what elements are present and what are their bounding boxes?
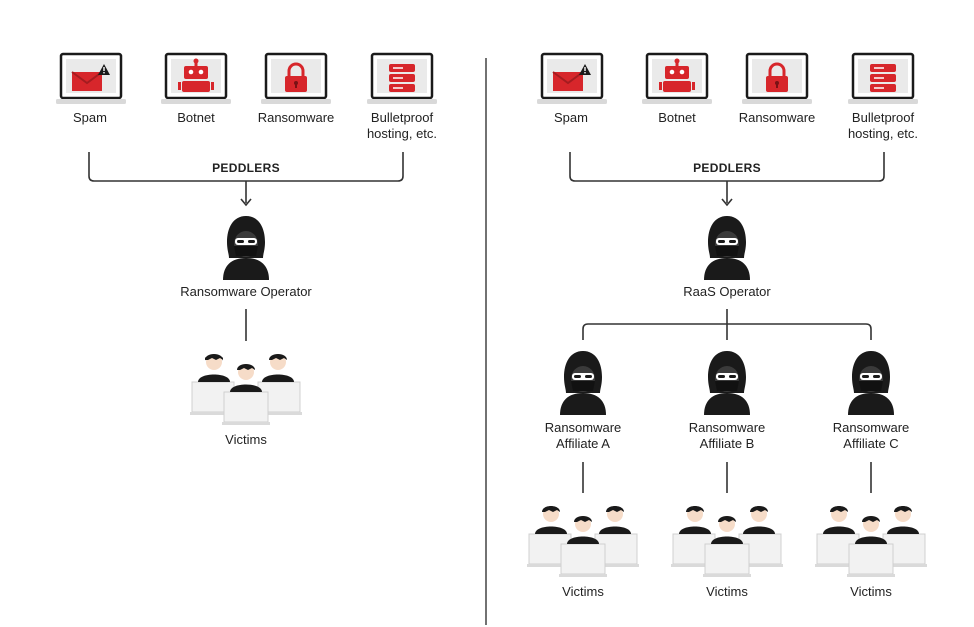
victims-label: Victims bbox=[562, 584, 604, 599]
botnet-laptop-icon bbox=[642, 52, 712, 111]
ransomware-laptop-icon bbox=[261, 52, 331, 111]
tool-label-spam: Spam bbox=[554, 110, 588, 125]
tool-label-botnet: Botnet bbox=[658, 110, 696, 125]
victims-group-icon bbox=[527, 502, 639, 583]
server-laptop-icon bbox=[848, 52, 918, 111]
victims-group-icon bbox=[190, 350, 302, 431]
victims-label: Victims bbox=[225, 432, 267, 447]
victims-label: Victims bbox=[706, 584, 748, 599]
left-arrow-head bbox=[240, 198, 252, 207]
affiliate-b-label: Ransomware Affiliate B bbox=[688, 420, 766, 451]
affiliate-a-label: Ransomware Affiliate A bbox=[544, 420, 622, 451]
hooded-hacker-icon bbox=[556, 349, 610, 422]
ransomware-laptop-icon bbox=[742, 52, 812, 111]
spam-laptop-icon bbox=[56, 52, 126, 111]
tool-label-spam: Spam bbox=[73, 110, 107, 125]
hooded-hacker-icon bbox=[844, 349, 898, 422]
right-arrow-head bbox=[721, 198, 733, 207]
victims-group-icon bbox=[815, 502, 927, 583]
hooded-hacker-icon bbox=[219, 214, 273, 287]
spam-laptop-icon bbox=[537, 52, 607, 111]
victims-label: Victims bbox=[850, 584, 892, 599]
hooded-hacker-icon bbox=[700, 214, 754, 287]
tool-label-ransomware: Ransomware bbox=[738, 110, 816, 125]
tool-label-bulletproof: Bulletproof hosting, etc. bbox=[847, 110, 919, 141]
peddlers-label: PEDDLERS bbox=[212, 161, 280, 175]
tool-label-ransomware: Ransomware bbox=[257, 110, 335, 125]
peddlers-label: PEDDLERS bbox=[693, 161, 761, 175]
server-laptop-icon bbox=[367, 52, 437, 111]
affiliate-c-label: Ransomware Affiliate C bbox=[832, 420, 910, 451]
ransomware-operator-label: Ransomware Operator bbox=[180, 284, 312, 299]
victims-group-icon bbox=[671, 502, 783, 583]
hooded-hacker-icon bbox=[700, 349, 754, 422]
raas-operator-label: RaaS Operator bbox=[683, 284, 771, 299]
tool-label-botnet: Botnet bbox=[177, 110, 215, 125]
tool-label-bulletproof: Bulletproof hosting, etc. bbox=[366, 110, 438, 141]
botnet-laptop-icon bbox=[161, 52, 231, 111]
